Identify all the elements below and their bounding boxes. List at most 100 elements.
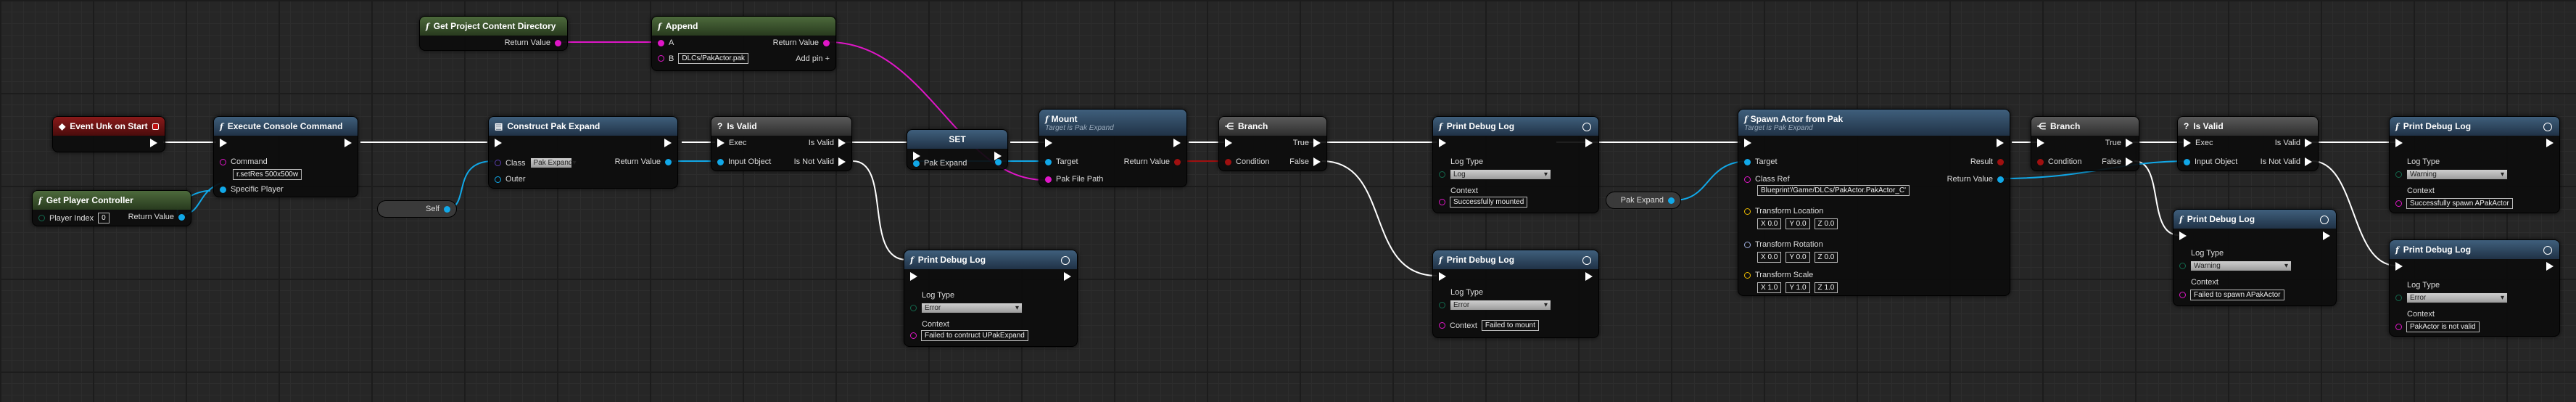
pin-b-input[interactable]: DLCs/PakActor.pak [678,53,749,64]
exec-in-pin[interactable] [2037,139,2044,147]
exec-pin-icon[interactable] [2126,139,2133,147]
context-input[interactable]: Failed to mount [1481,320,1539,331]
enum-pin-icon[interactable] [1439,302,1445,308]
command-input[interactable]: r.setRes 500x500w [233,169,302,180]
exec-out-pin[interactable] [1064,272,1071,281]
is-valid-node[interactable]: ?Is Valid Exec Input Object Is Valid Is … [2177,116,2319,171]
is-not-valid-pin-row[interactable]: Is Not Valid [794,157,846,166]
exec-out-pin[interactable] [1173,139,1181,147]
node-header[interactable]: ⋲Branch [2031,117,2139,136]
bool-pin-icon[interactable] [1225,158,1231,165]
self-node[interactable]: Self [377,200,457,218]
log-type-dropdown[interactable]: Warning▾ [2190,261,2292,271]
exec-in-pin[interactable]: Exec [717,139,746,147]
exec-pin-icon[interactable] [838,139,846,147]
string-pin-icon[interactable] [1744,176,1751,183]
exec-pin-icon[interactable] [910,272,917,281]
exec-pin-icon[interactable] [1173,139,1181,147]
command-input-row[interactable]: r.setRes 500x500w [233,169,302,180]
exec-in-pin[interactable] [2179,231,2187,240]
string-pin-icon[interactable] [1045,176,1052,183]
enum-pin-icon[interactable] [2395,171,2402,178]
object-pin-icon[interactable] [995,159,1002,165]
exec-pin-icon[interactable] [2305,139,2312,147]
exec-pin-icon[interactable] [2184,139,2191,147]
exec-pin-icon[interactable] [1313,157,1321,166]
target-pin-row[interactable]: Target [1744,157,1778,166]
string-pin-icon[interactable] [2395,200,2402,207]
pak-file-path-pin-row[interactable]: Pak File Path [1045,175,1103,184]
scale-y-input[interactable]: Y 1.0 [1786,282,1810,293]
string-pin-icon[interactable] [555,39,561,46]
branch-node[interactable]: ⋲Branch Condition True False [1218,116,1327,171]
enum-pin-icon[interactable] [2395,295,2402,301]
player-index-input[interactable]: 0 [98,213,110,223]
condition-pin-row[interactable]: Condition [1225,157,1269,166]
context-pin-row[interactable]: PakActor is not valid [2395,321,2480,332]
exec-in-pin[interactable] [2395,139,2403,147]
class-pin-icon[interactable] [495,160,501,166]
exec-out-pin[interactable] [2546,262,2554,271]
object-pin-icon[interactable] [665,158,672,165]
object-pin-icon[interactable] [913,160,920,167]
rotation-z-input[interactable]: Z 0.0 [1814,252,1838,263]
return-value-pin-row[interactable]: Return Value [1947,175,2004,184]
object-pin-icon[interactable] [717,158,724,165]
class-ref-input[interactable]: Blueprint'/Game/DLCs/PakActor.PakActor_C… [1757,185,1910,196]
int-pin-icon[interactable] [38,215,45,221]
delegate-pin-icon[interactable] [152,123,159,130]
exec-pin-icon[interactable] [344,139,352,147]
log-type-dropdown[interactable]: Log▾ [1450,169,1551,180]
transform-scale-pin-row[interactable]: Transform Scale [1744,271,1813,279]
rotation-x-input[interactable]: X 0.0 [1757,252,1782,263]
exec-in-pin[interactable] [220,139,227,147]
set-node[interactable]: SET Pak Expand [907,129,1008,170]
false-pin-row[interactable]: False [2102,157,2133,166]
exec-pin-icon[interactable] [1064,272,1071,281]
exec-out-pin[interactable] [344,139,352,147]
exec-pin-icon[interactable] [1225,139,1232,147]
exec-pin-icon[interactable] [1585,139,1593,147]
rotator-pin-icon[interactable] [1744,241,1751,248]
true-pin-row[interactable]: True [1293,139,1321,147]
object-pin-icon[interactable] [1668,197,1675,204]
exec-pin-icon[interactable] [1744,139,1751,147]
log-type-dropdown[interactable]: Error▾ [2406,292,2508,303]
location-y-input[interactable]: Y 0.0 [1786,218,1810,229]
exec-out-pin[interactable] [2546,139,2554,147]
return-value-pin-row[interactable]: Return Value [773,38,830,47]
transform-rotation-pin-row[interactable]: Transform Rotation [1744,240,1823,249]
result-pin-row[interactable]: Result [1970,157,2004,166]
pak-expand-pin-row[interactable]: Pak Expand [913,159,967,168]
log-type-pin-row[interactable]: Error▾ [910,303,1023,313]
exec-pin-icon[interactable] [2179,231,2187,240]
exec-pin-icon[interactable] [664,139,672,147]
outer-pin-row[interactable]: Outer [495,175,526,184]
command-pin-row[interactable]: Command [220,157,268,166]
is-valid-pin-row[interactable]: Is Valid [809,139,846,147]
is-valid-node[interactable]: ?Is Valid Exec Input Object Is Valid Is … [711,116,852,171]
enum-pin-icon[interactable] [1439,171,1445,178]
object-pin-icon[interactable] [178,213,185,221]
exec-in-pin[interactable]: Exec [2184,139,2213,147]
node-header[interactable]: ⋲Branch [1219,117,1326,136]
exec-out-pin[interactable] [664,139,672,147]
enum-pin-icon[interactable] [2179,263,2186,269]
exec-in-pin[interactable] [495,139,502,147]
object-pin-icon[interactable] [1997,176,2004,183]
object-pin-icon[interactable] [444,205,450,213]
context-pin-row[interactable]: Successfully mounted [1439,197,1528,208]
